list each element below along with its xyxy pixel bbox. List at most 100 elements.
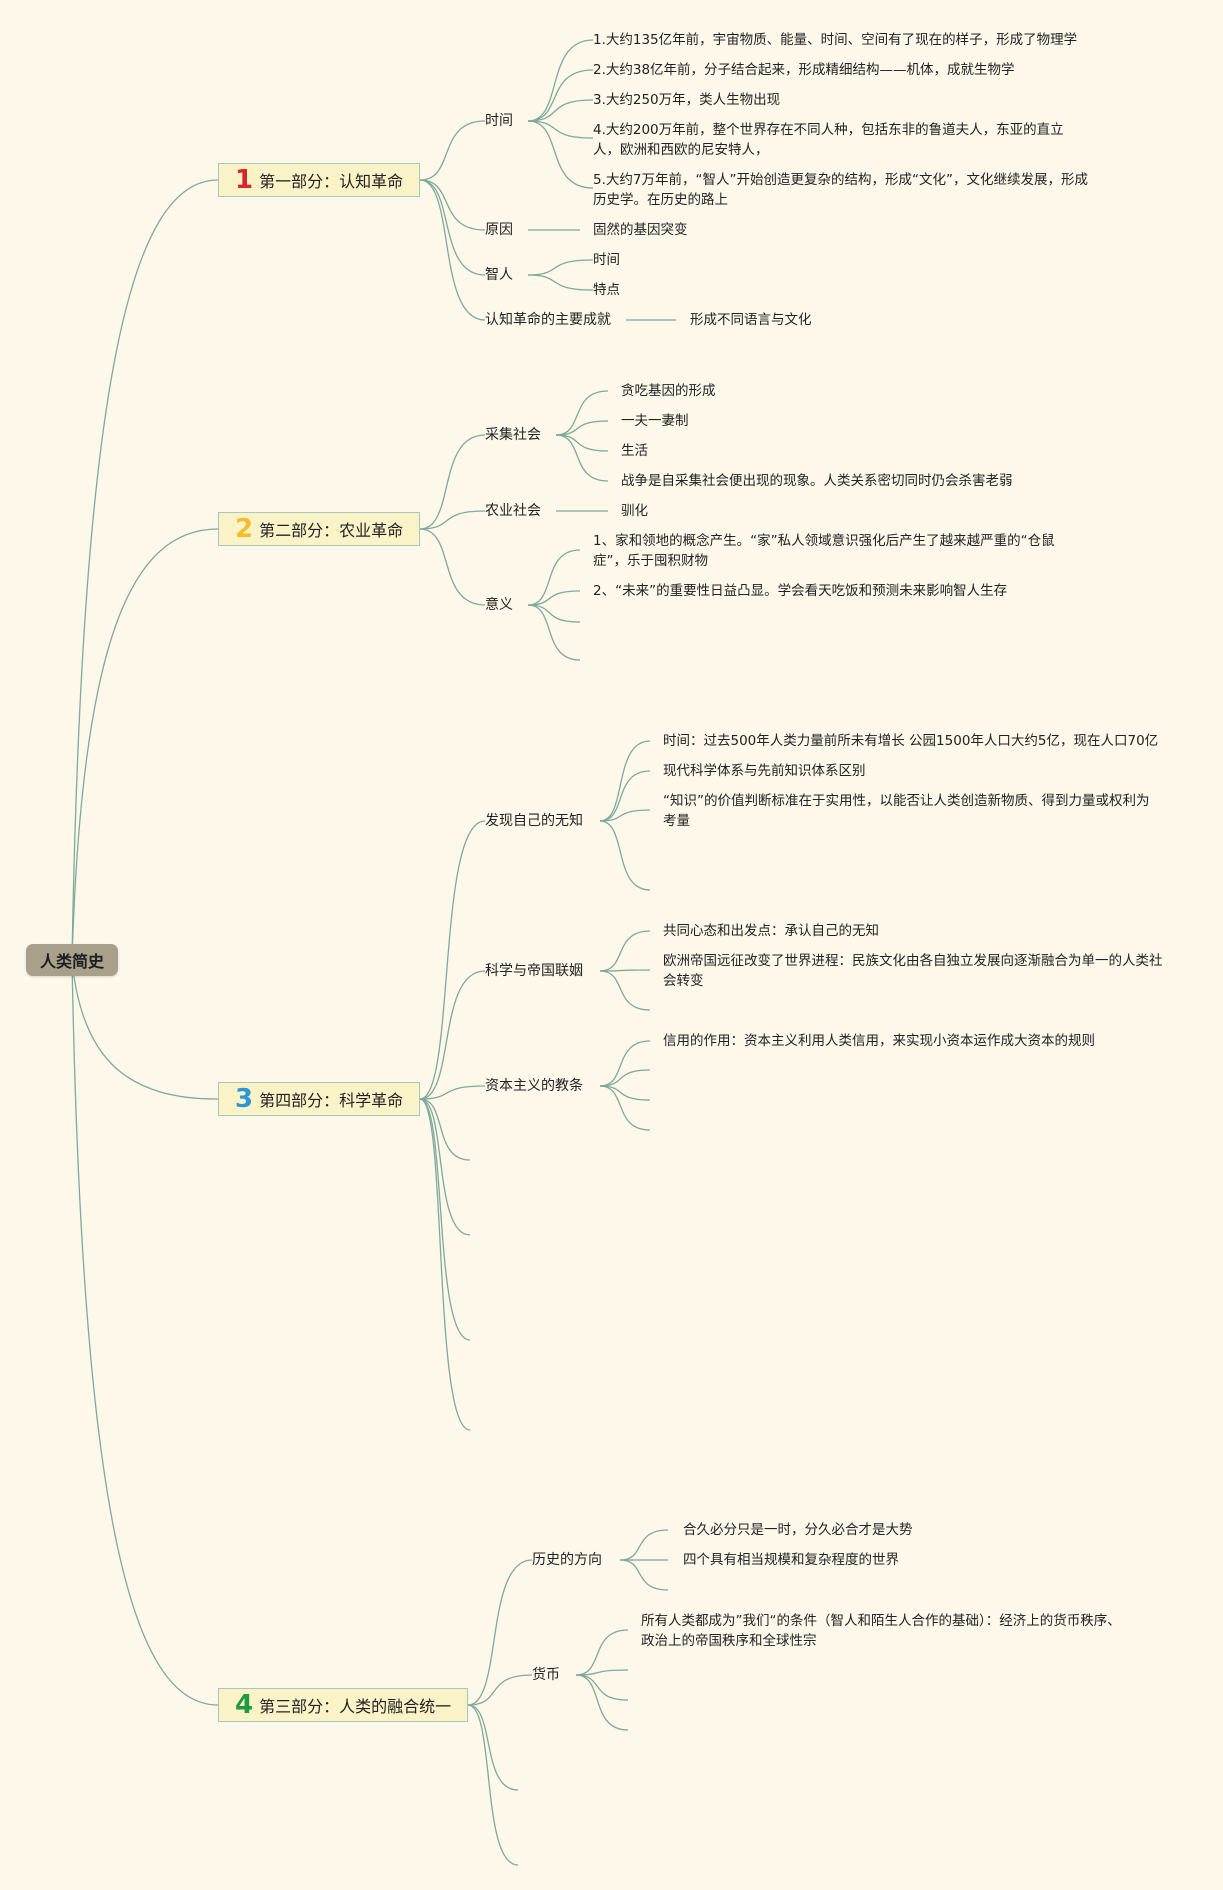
topic-link (527, 604, 581, 623)
root-link (71, 179, 219, 961)
topic-agriculture[interactable]: 农业社会 (485, 503, 541, 519)
topic-link (599, 1069, 651, 1087)
topic-link (599, 1085, 651, 1131)
topic-time[interactable]: 时间 (485, 113, 513, 129)
leaf-foraging-3[interactable]: 生活 (621, 443, 648, 459)
leaf-achievement[interactable]: 形成不同语言与文化 (690, 312, 812, 328)
branch-link (419, 528, 486, 606)
branch-title: 第一部分：认知革命 (259, 172, 404, 191)
topic-link (555, 434, 609, 482)
branch-1[interactable]: 1 第一部分：认知革命 (218, 163, 420, 197)
branch-link (419, 1098, 471, 1161)
topic-link (599, 809, 651, 822)
topic-link (527, 99, 594, 122)
topic-link (599, 740, 651, 822)
leaf-meaning-1[interactable]: 1、家和领地的概念产生。“家”私人领域意识强化后产生了越来越严重的“仓鼠症”，乐… (593, 533, 1055, 569)
branch-link (419, 179, 486, 321)
branch-title: 第二部分：农业革命 (259, 521, 404, 540)
topic-link (599, 969, 651, 972)
branch-link (467, 1704, 519, 1791)
branch-title: 第三部分：人类的融合统一 (259, 1697, 452, 1716)
root-link (71, 959, 219, 1706)
branch-link (419, 1098, 471, 1431)
leaf-time-5[interactable]: 5.大约7万年前，“智人”开始创造更复杂的结构，形成“文化”，文化继续发展，形成… (593, 172, 1088, 208)
branch-link (419, 970, 486, 1100)
topic-link (527, 120, 594, 139)
leaf-domestication[interactable]: 驯化 (621, 503, 648, 519)
topic-link (555, 434, 609, 452)
leaf-ignorance-3[interactable]: “知识”的价值判断标准在于实用性，以能否让人类创造新物质、得到力量或权利为考量 (663, 793, 1150, 829)
branch-2[interactable]: 2 第二部分：农业革命 (218, 512, 420, 546)
branch-link (467, 1674, 533, 1706)
topic-link (575, 1629, 629, 1676)
topic-link (555, 420, 609, 436)
topic-link (527, 274, 594, 291)
topic-foraging[interactable]: 采集社会 (485, 427, 541, 443)
topic-link (599, 970, 651, 1011)
topic-link (527, 604, 581, 661)
leaf-ignorance-2[interactable]: 现代科学体系与先前知识体系区别 (663, 763, 866, 779)
branch-link (467, 1704, 519, 1866)
branch-link (419, 1085, 486, 1100)
branch-link (419, 1098, 471, 1236)
root-link (71, 528, 219, 961)
leaf-time-3[interactable]: 3.大约250万年，类人生物出现 (593, 92, 781, 108)
leaf-capitalism-1[interactable]: 信用的作用：资本主义利用人类信用，来实现小资本运作成大资本的规则 (663, 1033, 1095, 1049)
root-link (71, 959, 219, 1100)
topic-link (527, 69, 594, 122)
branch-link (419, 1098, 471, 1341)
leaf-time-1[interactable]: 1.大约135亿年前，宇宙物质、能量、时间、空间有了现在的样子，形成了物理学 (593, 32, 1078, 48)
branch-link (419, 820, 486, 1100)
leaf-empire-1[interactable]: 共同心态和出发点：承认自己的无知 (663, 923, 879, 939)
topic-sapiens[interactable]: 智人 (485, 267, 513, 283)
branch-number-badge: 1 (235, 165, 254, 195)
leaf-direction-1[interactable]: 合久必分只是一时，分久必合才是大势 (683, 1522, 913, 1538)
leaf-meaning-2[interactable]: 2、“未来”的重要性日益凸显。学会看天吃饭和预测未来影响智人生存 (593, 583, 1008, 599)
leaf-direction-2[interactable]: 四个具有相当规模和复杂程度的世界 (683, 1552, 899, 1568)
branch-link (419, 434, 486, 530)
topic-link (527, 590, 581, 606)
branch-3[interactable]: 3 第四部分：科学革命 (218, 1082, 420, 1116)
leaf-foraging-1[interactable]: 贪吃基因的形成 (621, 383, 716, 399)
branch-4[interactable]: 4 第三部分：人类的融合统一 (218, 1688, 468, 1722)
leaf-cause[interactable]: 固然的基因突变 (593, 222, 688, 238)
topic-capitalism[interactable]: 资本主义的教条 (485, 1078, 583, 1094)
leaf-foraging-2[interactable]: 一夫一妻制 (621, 413, 689, 429)
topic-link (619, 1529, 669, 1561)
topic-link (527, 39, 594, 122)
topic-link (599, 1040, 651, 1087)
branch-link (419, 179, 486, 231)
leaf-empire-2[interactable]: 欧洲帝国远征改变了世界进程：民族文化由各自独立发展向逐渐融合为单一的人类社会转变 (663, 953, 1163, 989)
topic-science-empire[interactable]: 科学与帝国联姻 (485, 963, 583, 979)
branch-title: 第四部分：科学革命 (259, 1091, 404, 1110)
topic-link (575, 1669, 629, 1676)
topic-link (555, 390, 609, 436)
topic-cause[interactable]: 原因 (485, 222, 513, 238)
topic-link (619, 1559, 669, 1591)
topic-ignorance[interactable]: 发现自己的无知 (485, 813, 583, 829)
leaf-time-2[interactable]: 2.大约38亿年前，分子结合起来，形成精细结构——机体，成就生物学 (593, 62, 1015, 78)
branch-link (467, 1559, 533, 1706)
topic-link (599, 930, 651, 972)
leaf-sapiens-traits[interactable]: 特点 (593, 282, 620, 298)
topic-link (575, 1674, 629, 1701)
leaf-sapiens-time[interactable]: 时间 (593, 252, 620, 268)
topic-meaning[interactable]: 意义 (485, 597, 513, 613)
leaf-time-4[interactable]: 4.大约200万年前，整个世界存在不同人种，包括东非的鲁道夫人，东亚的直立人，欧… (593, 122, 1064, 158)
topic-link (527, 259, 594, 276)
branch-link (419, 120, 486, 181)
branch-number-badge: 3 (235, 1084, 254, 1114)
branch-link (419, 510, 486, 530)
branch-number-badge: 2 (235, 514, 254, 544)
topic-achievement[interactable]: 认知革命的主要成就 (485, 312, 611, 328)
leaf-money-1[interactable]: 所有人类都成为”我们“的条件（智人和陌生人合作的基础）：经济上的货币秩序、政治上… (641, 1613, 1121, 1649)
leaf-foraging-4[interactable]: 战争是自采集社会便出现的现象。人类关系密切同时仍会杀害老弱 (621, 473, 1013, 489)
root-node[interactable]: 人类简史 (26, 944, 118, 976)
topic-money[interactable]: 货币 (532, 1667, 560, 1683)
branch-link (419, 179, 486, 276)
topic-history-direction[interactable]: 历史的方向 (532, 1552, 602, 1568)
topic-link (599, 770, 651, 822)
leaf-ignorance-1[interactable]: 时间：过去500年人类力量前所未有增长 公园1500年人口大约5亿，现在人口70… (663, 733, 1159, 749)
